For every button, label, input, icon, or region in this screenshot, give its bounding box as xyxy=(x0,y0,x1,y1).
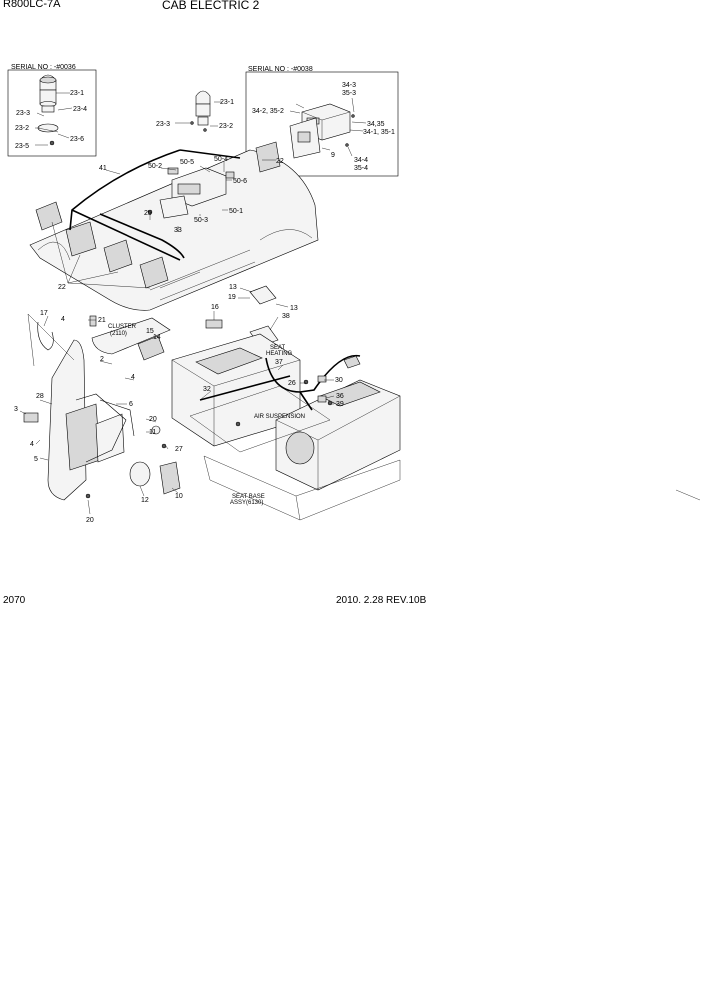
label-seat-heating-1: SEAT xyxy=(270,345,286,351)
callout-17: 17 xyxy=(40,310,48,317)
callout-28: 28 xyxy=(36,393,44,400)
callout-20-bottom: 20 xyxy=(86,517,94,524)
label-cluster-ref: (2110) xyxy=(110,331,127,337)
console-and-seat-assembly xyxy=(23,285,701,521)
callout-34-3: 34-3 xyxy=(342,82,356,89)
callout-22-lamps: 22 xyxy=(58,284,66,291)
date-revision: 2010. 2.28 REV.10B xyxy=(336,595,427,606)
callout-14: 14 xyxy=(153,334,161,341)
callout-34-4: 34-4 xyxy=(354,157,368,164)
callout-23-1-main: 23-1 xyxy=(220,99,234,106)
callout-10: 10 xyxy=(175,493,183,500)
callout-34-35: 34,35 xyxy=(367,121,385,128)
callout-32: 32 xyxy=(203,386,211,393)
callout-20-middle: 20 xyxy=(149,416,157,423)
callout-33: 33 xyxy=(174,227,182,234)
callout-35-3: 35-3 xyxy=(342,90,356,97)
callout-16: 16 xyxy=(211,304,219,311)
callout-30: 30 xyxy=(335,377,343,384)
callout-41: 41 xyxy=(99,165,107,172)
callout-12: 12 xyxy=(141,497,149,504)
label-seat-base: SEAT BASE xyxy=(232,494,265,500)
callout-23-6: 23-6 xyxy=(70,136,84,143)
callout-21: 21 xyxy=(98,317,106,324)
callout-4-lower: 4 xyxy=(30,441,34,448)
callout-23-1: 23-1 xyxy=(70,90,84,97)
callout-38: 38 xyxy=(282,313,290,320)
callout-5: 5 xyxy=(34,456,38,463)
left-inset-serial: SERIAL NO : -#0036 xyxy=(11,64,76,71)
right-inset-serial: SERIAL NO : -#0038 xyxy=(248,66,313,73)
callout-39: 39 xyxy=(336,401,344,408)
cab-roof-assembly xyxy=(29,90,319,311)
callout-50-1: 50-1 xyxy=(229,208,243,215)
callout-22-top: 22 xyxy=(276,158,284,165)
callout-6: 6 xyxy=(129,401,133,408)
callout-23-5: 23-5 xyxy=(15,143,29,150)
callout-37: 37 xyxy=(275,359,283,366)
callout-26: 26 xyxy=(288,380,296,387)
label-seat-base-ref: ASSY(6130) xyxy=(230,500,263,506)
beacon-lamp-drawing xyxy=(37,74,59,146)
callout-13-right: 13 xyxy=(290,305,298,312)
callout-23-2: 23-2 xyxy=(15,125,29,132)
callout-23-4: 23-4 xyxy=(73,106,87,113)
label-air-suspension: AIR SUSPENSION xyxy=(254,414,305,420)
callout-25: 25 xyxy=(144,210,152,217)
callout-11: 11 xyxy=(149,429,156,436)
callout-3: 3 xyxy=(14,406,18,413)
callout-50-3: 50-3 xyxy=(194,217,208,224)
callout-23-3-main: 23-3 xyxy=(156,121,170,128)
callout-50-2: 50-2 xyxy=(148,163,162,170)
callout-36: 36 xyxy=(336,393,344,400)
radio-unit-drawing xyxy=(289,103,355,159)
callout-4-upper: 4 xyxy=(61,316,65,323)
callout-34-2-35-2: 34-2, 35-2 xyxy=(252,108,284,115)
callout-35-4: 35-4 xyxy=(354,165,368,172)
page-title: CAB ELECTRIC 2 xyxy=(162,0,260,12)
callout-34-1-35-1: 34-1, 35-1 xyxy=(363,129,395,136)
page-number: 2070 xyxy=(3,595,26,606)
label-cluster: CLUSTER xyxy=(108,324,137,330)
callout-9: 9 xyxy=(331,152,335,159)
callout-13-top: 13 xyxy=(229,284,237,291)
left-inset: SERIAL NO : -#0036 23-1 23-3 xyxy=(7,64,97,157)
callout-27: 27 xyxy=(175,446,183,453)
model-number: R800LC-7A xyxy=(3,0,61,10)
callout-19: 19 xyxy=(228,294,236,301)
callout-15: 15 xyxy=(146,328,154,335)
label-seat-heating-2: HEATING xyxy=(266,351,293,357)
callout-50-4: 50-4 xyxy=(214,156,228,163)
callout-4-middle: 4 xyxy=(131,374,135,381)
callout-50-5: 50-5 xyxy=(180,159,194,166)
callout-23-3: 23-3 xyxy=(16,110,30,117)
right-inset: SERIAL NO : -#0038 34-3 3 xyxy=(245,66,399,177)
callout-23-2-main: 23-2 xyxy=(219,123,233,130)
callout-50-6: 50-6 xyxy=(233,178,247,185)
callout-2: 2 xyxy=(100,356,104,363)
